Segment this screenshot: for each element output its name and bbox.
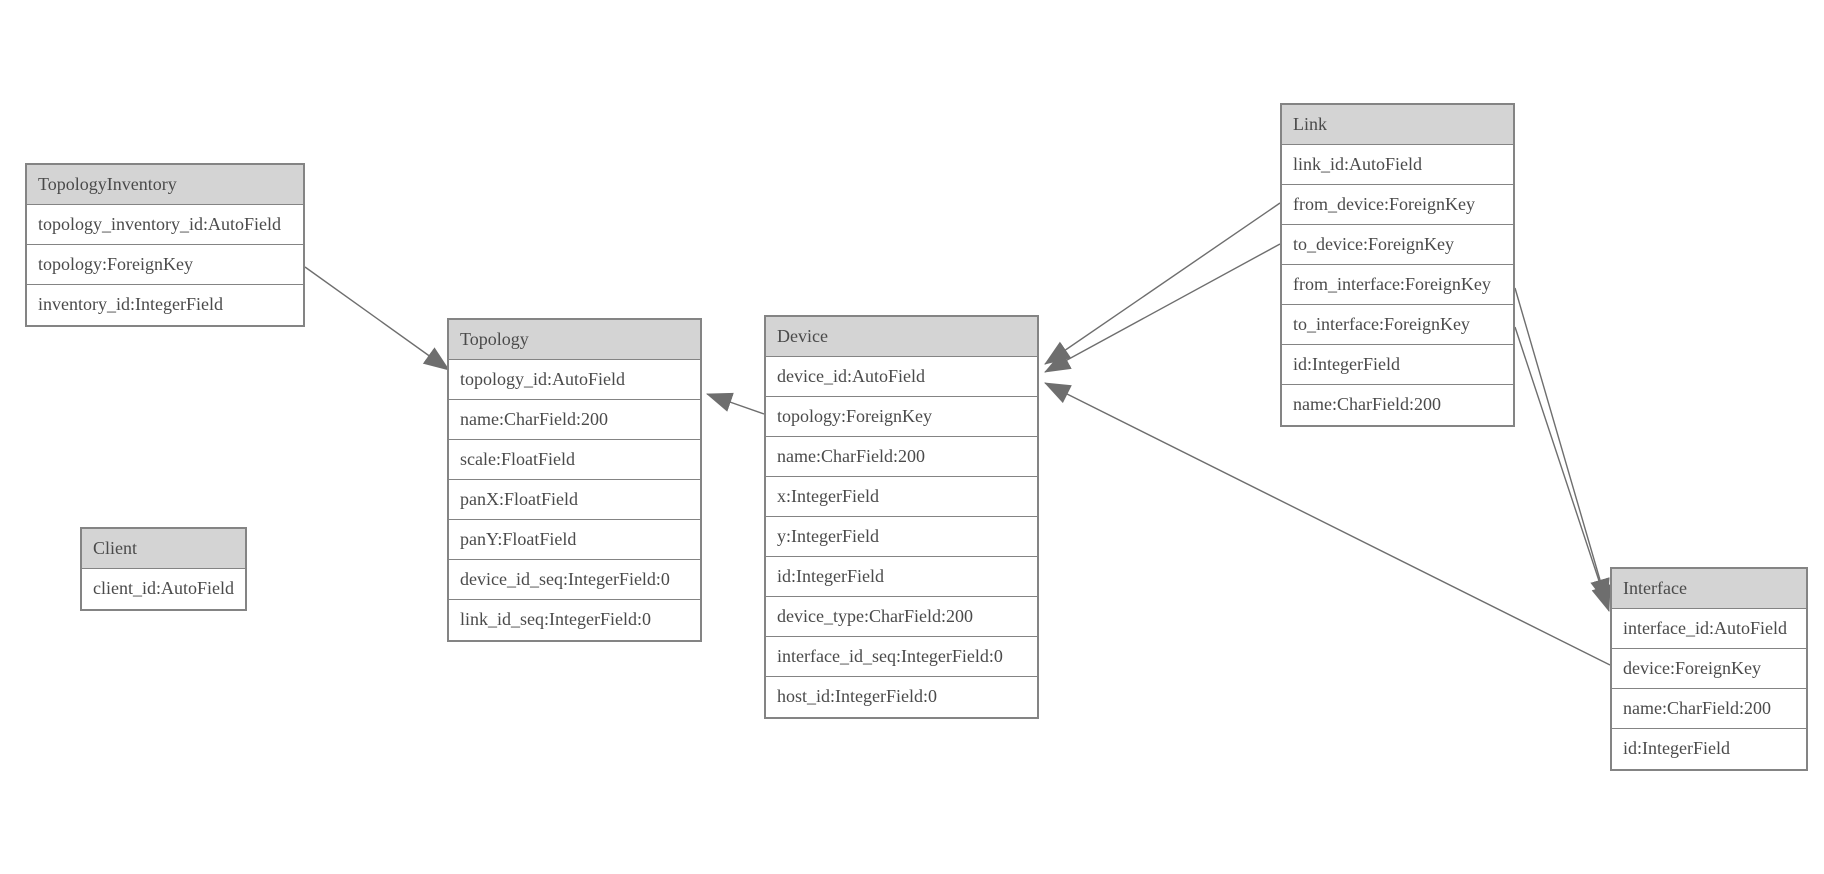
field-row: link_id_seq:IntegerField:0 [449,600,700,640]
table-title: Link [1282,105,1513,145]
field-row: name:CharField:200 [766,437,1037,477]
table-title: Device [766,317,1037,357]
field-row: device:ForeignKey [1612,649,1806,689]
field-row: from_device:ForeignKey [1282,185,1513,225]
field-row: x:IntegerField [766,477,1037,517]
field-row: interface_id_seq:IntegerField:0 [766,637,1037,677]
field-row: scale:FloatField [449,440,700,480]
field-row: panX:FloatField [449,480,700,520]
field-row: to_device:ForeignKey [1282,225,1513,265]
table-fields: client_id:AutoField [82,569,245,609]
edge-link-to_device-to-device [1044,243,1281,373]
field-row: panY:FloatField [449,520,700,560]
edge-link-to_interface-to-interface [1514,326,1611,612]
field-row: device_id:AutoField [766,357,1037,397]
edge-link-from_device-to-device [1044,202,1281,365]
field-row: id:IntegerField [1612,729,1806,769]
table-title: Client [82,529,245,569]
field-row: client_id:AutoField [82,569,245,609]
table-title: Interface [1612,569,1806,609]
table-title: TopologyInventory [27,165,303,205]
field-row: device_type:CharField:200 [766,597,1037,637]
edge-link-from_interface-to-interface [1514,287,1610,605]
edge-topologyinventory-topology-to-topology [304,266,450,371]
table-client: Client client_id:AutoField [80,527,247,611]
field-row: id:IntegerField [766,557,1037,597]
field-row: topology:ForeignKey [27,245,303,285]
field-row: interface_id:AutoField [1612,609,1806,649]
field-row: inventory_id:IntegerField [27,285,303,325]
field-row: name:CharField:200 [449,400,700,440]
table-title: Topology [449,320,700,360]
field-row: from_interface:ForeignKey [1282,265,1513,305]
field-row: to_interface:ForeignKey [1282,305,1513,345]
field-row: link_id:AutoField [1282,145,1513,185]
field-row: device_id_seq:IntegerField:0 [449,560,700,600]
field-row: topology_id:AutoField [449,360,700,400]
field-row: topology:ForeignKey [766,397,1037,437]
field-row: y:IntegerField [766,517,1037,557]
field-row: id:IntegerField [1282,345,1513,385]
field-row: name:CharField:200 [1282,385,1513,425]
field-row: topology_inventory_id:AutoField [27,205,303,245]
field-row: name:CharField:200 [1612,689,1806,729]
field-row: host_id:IntegerField:0 [766,677,1037,717]
edge-device-topology-to-topology [706,392,765,415]
table-topologyinventory: TopologyInventory topology_inventory_id:… [25,163,305,327]
